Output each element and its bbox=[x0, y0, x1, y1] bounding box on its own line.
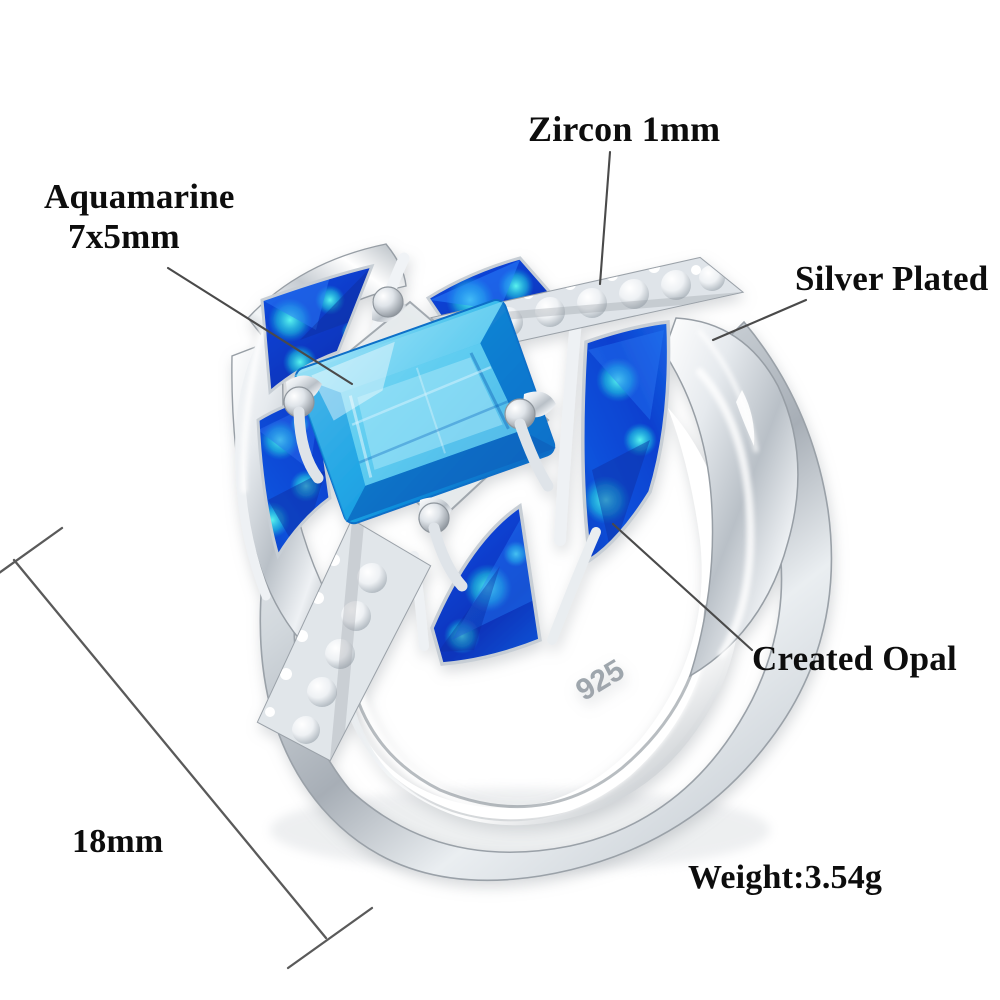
stone-prongs bbox=[283, 286, 556, 592]
hallmark-925-text: 925 bbox=[570, 653, 630, 707]
label-aquamarine-size: 7x5mm bbox=[68, 217, 180, 256]
label-zircon: Zircon 1mm bbox=[528, 109, 721, 149]
prong-top bbox=[372, 286, 404, 318]
rib-over-right-opal bbox=[554, 314, 582, 546]
band-edge-line bbox=[344, 604, 708, 809]
label-aquamarine: Aquamarine bbox=[44, 177, 235, 216]
ring-band-hole bbox=[336, 408, 738, 820]
label-height-18mm: 18mm bbox=[72, 823, 164, 860]
rib-lower-right bbox=[547, 527, 601, 645]
label-silver-plated: Silver Plated bbox=[795, 259, 989, 298]
label-weight: Weight:3.54g bbox=[688, 859, 883, 896]
hallmark-925: 925 bbox=[570, 653, 630, 707]
label-created-opal: Created Opal bbox=[752, 639, 957, 678]
opal-right-bezel bbox=[581, 320, 671, 564]
ring-body: 925 bbox=[231, 243, 833, 882]
right-frame-highlight bbox=[697, 329, 759, 453]
